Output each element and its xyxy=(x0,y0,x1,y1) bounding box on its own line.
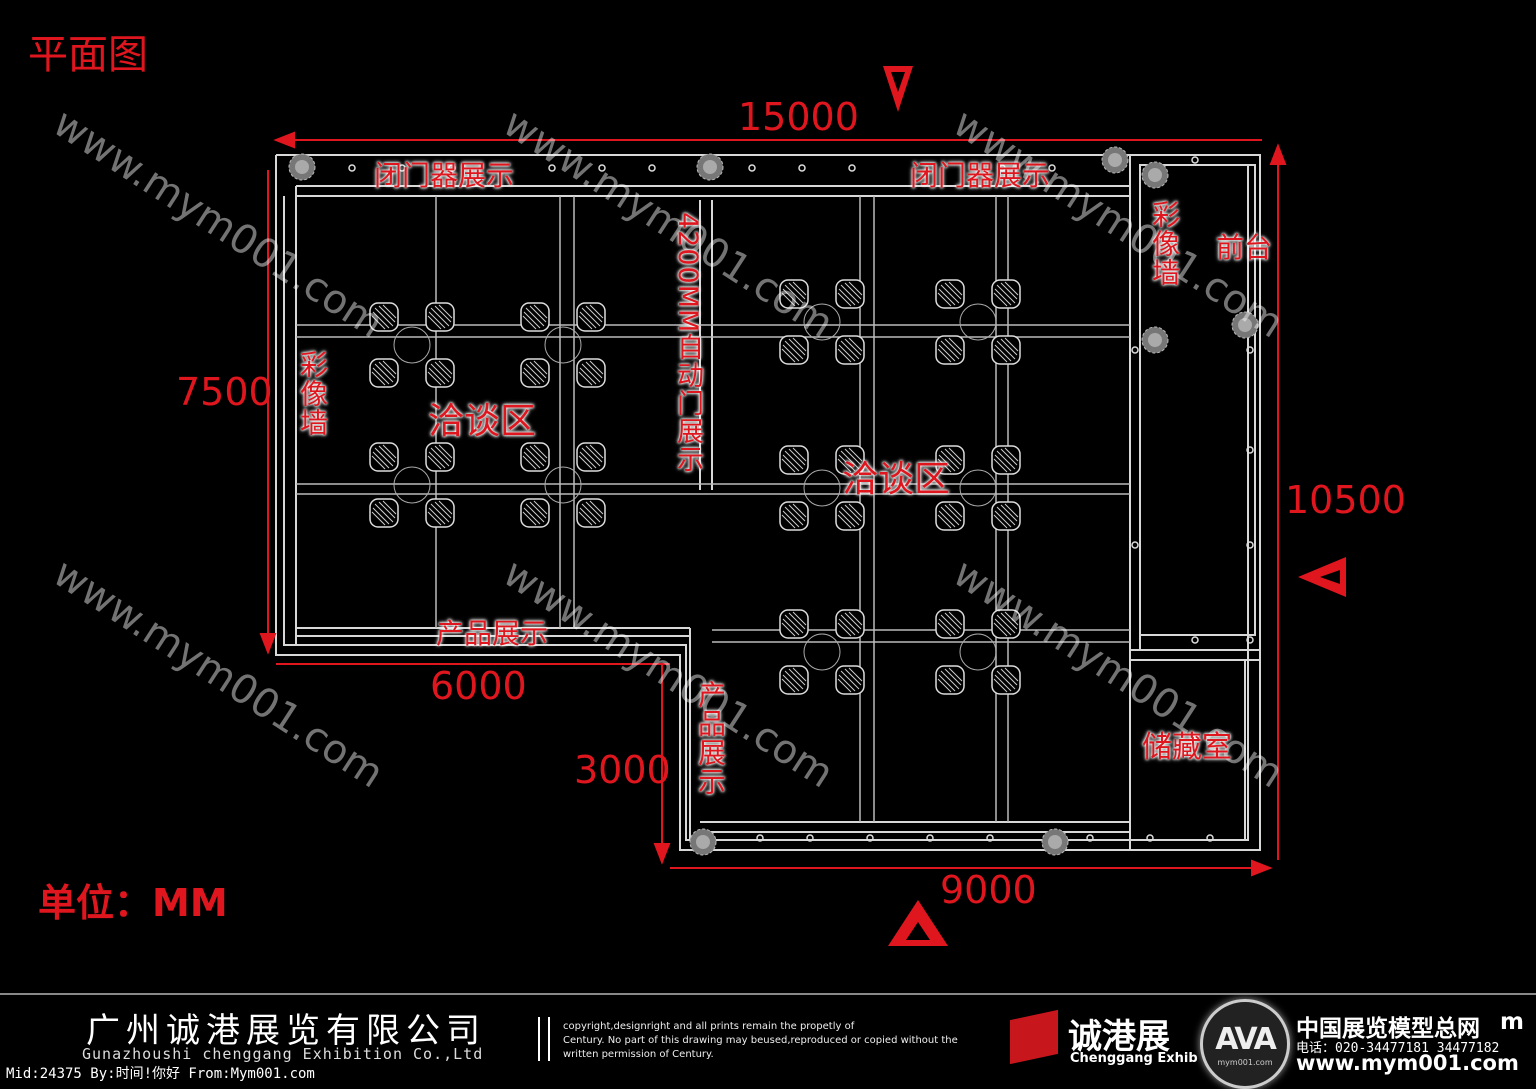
label-auto-door: 4200MM自动门展示 xyxy=(672,212,703,474)
brand-name-en: Chenggang Exhib xyxy=(1070,1051,1198,1066)
ava-logo-text: AVA xyxy=(1215,1022,1277,1057)
copyright-line: written permission of Century. xyxy=(563,1049,714,1060)
meta-info: Mid:24375 By:时间!你好 From:Mym001.com xyxy=(6,1066,315,1082)
outer-walls xyxy=(275,154,1261,851)
site-name-cn: 中国展览模型总网 xyxy=(1296,1016,1480,1042)
site-url: www.mym001.com xyxy=(1296,1051,1519,1075)
brand-logo-icon xyxy=(1010,1009,1058,1065)
dim-right: 10500 xyxy=(1285,478,1406,522)
footer: 广州诚港展览有限公司 Gunazhoushi chenggang Exhibit… xyxy=(0,993,1536,1089)
label-color-wall: 彩像墙 xyxy=(296,350,329,437)
dimension-lines xyxy=(259,131,1287,877)
divider-bars xyxy=(538,1017,550,1061)
label-storage-room: 储藏室 xyxy=(1142,730,1232,765)
label-color-wall: 彩像墙 xyxy=(1148,200,1181,287)
dim-left: 7500 xyxy=(176,370,273,414)
ava-logo-icon: AVA mym001.com xyxy=(1200,999,1290,1089)
brand-name-cn: 诚港展 xyxy=(1068,1017,1170,1057)
label-closer-display: 闭门器展示 xyxy=(374,159,515,192)
unit-label: 单位：MM xyxy=(38,881,228,925)
copyright-line: copyright,designright and all prints rem… xyxy=(563,1021,855,1032)
entrance-markers xyxy=(883,66,1346,946)
page-title: 平面图 xyxy=(28,32,148,78)
label-negotiation-area: 洽谈区 xyxy=(842,459,951,500)
label-negotiation-area: 洽谈区 xyxy=(428,401,537,442)
label-closer-display: 闭门器展示 xyxy=(910,159,1051,192)
ava-logo-sub: mym001.com xyxy=(1217,1058,1273,1067)
wall-bolts xyxy=(348,156,1254,842)
label-product-display: 产品展示 xyxy=(436,617,549,650)
company-name-en: Gunazhoushi chenggang Exhibition Co.,Ltd xyxy=(82,1045,484,1063)
label-front-desk: 前台 xyxy=(1216,231,1273,264)
site-name-suffix: m xyxy=(1500,1009,1524,1035)
dim-bottom-right: 9000 xyxy=(940,868,1037,912)
company-name-cn: 广州诚港展览有限公司 xyxy=(86,1011,486,1051)
dim-step: 3000 xyxy=(574,748,671,792)
phone-number: 电话：020-34477181 34477182 xyxy=(1296,1041,1500,1056)
label-product-display: 产品展示 xyxy=(694,680,727,796)
copyright-line: Century. No part of this drawing may beu… xyxy=(563,1035,958,1046)
dim-top: 15000 xyxy=(738,95,859,139)
dim-bottom-left: 6000 xyxy=(430,664,527,708)
floor-plan xyxy=(259,66,1346,946)
